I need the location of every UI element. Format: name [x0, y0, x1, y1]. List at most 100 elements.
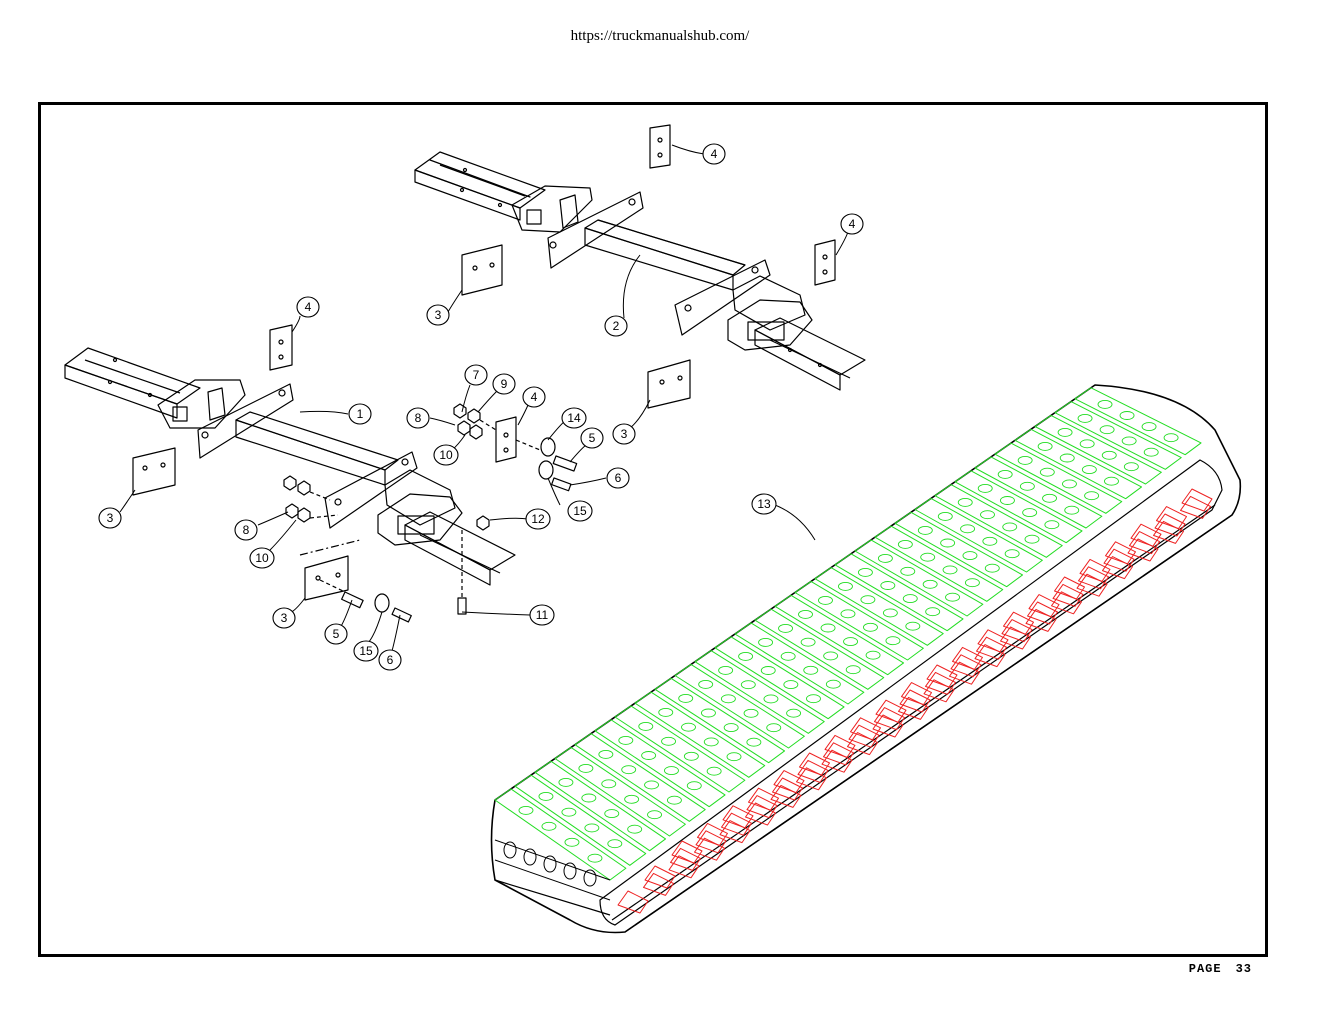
tread-cleat — [698, 679, 714, 689]
tread-cleat — [957, 497, 973, 507]
tread-cleat — [746, 737, 762, 747]
drive-lug — [644, 865, 676, 889]
tread-bar — [694, 650, 825, 734]
tread-bar — [734, 622, 865, 705]
drive-lug — [1051, 591, 1082, 615]
tread-bar — [834, 553, 964, 632]
tread-bar — [1014, 428, 1143, 500]
tread-cleat — [900, 566, 916, 576]
tread-cleat — [964, 578, 980, 588]
drive-lug — [799, 752, 830, 776]
drive-lug — [950, 654, 982, 678]
callout-c6a: 6 — [606, 467, 630, 489]
drive-lug — [770, 784, 802, 808]
tread-cleat — [820, 623, 836, 633]
callout-c8a: 8 — [406, 407, 430, 429]
tread-cleat — [818, 595, 833, 605]
drive-lug — [1181, 488, 1213, 512]
tread-cleat — [857, 567, 873, 577]
tread-cleat — [578, 763, 594, 773]
tread-bar — [554, 746, 686, 837]
drive-lug — [952, 646, 983, 670]
drive-lug — [974, 644, 1006, 668]
tread-cleat — [1064, 505, 1080, 515]
tread-cleat — [937, 511, 953, 521]
callout-c9: 9 — [492, 373, 516, 395]
callout-label: 8 — [243, 523, 250, 537]
tread-cleat — [1062, 479, 1077, 489]
tread-cleat — [1002, 522, 1018, 532]
drive-lug — [823, 742, 854, 766]
tread-cleat — [780, 651, 796, 661]
callout-label: 3 — [281, 611, 288, 625]
tread-cleat — [798, 609, 813, 619]
tread-cleat — [882, 608, 898, 618]
tread-cleat — [825, 679, 841, 689]
tread-bar — [674, 663, 805, 749]
plate-4-mid — [495, 416, 517, 463]
drive-lug — [899, 689, 931, 713]
plate-3-upper — [461, 244, 503, 296]
drive-lug — [1156, 506, 1187, 530]
source-url[interactable]: https://truckmanualshub.com/ — [570, 28, 750, 44]
tread-cleat — [945, 592, 960, 602]
tread-cleat — [1119, 411, 1135, 420]
tread-bar — [974, 456, 1103, 529]
plate-3-left — [132, 447, 176, 496]
tread-cleat — [880, 581, 896, 590]
tread-cleat — [581, 793, 597, 803]
callout-label: 8 — [415, 411, 422, 425]
tread-cleat — [925, 607, 941, 617]
tread-cleat — [1024, 534, 1040, 544]
callout-label: 2 — [613, 319, 620, 333]
callout-c4a: 4 — [702, 143, 726, 165]
drive-lug — [874, 707, 905, 731]
callout-c15b: 15 — [353, 640, 379, 662]
tread-cleat — [1077, 413, 1093, 423]
drive-lug — [923, 679, 955, 703]
tread-bar — [854, 539, 984, 617]
callout-c4c: 4 — [296, 296, 320, 318]
tread-bar — [1054, 401, 1182, 470]
callout-label: 5 — [589, 431, 596, 445]
drive-lug — [949, 661, 980, 685]
drive-lug — [670, 847, 701, 871]
drive-lug — [719, 820, 751, 844]
drive-lug — [796, 767, 827, 791]
tread-cleat — [700, 708, 716, 718]
callout-label: 5 — [333, 627, 340, 641]
callout-c3b: 3 — [612, 423, 636, 445]
drive-lug — [1025, 608, 1057, 632]
tread-bar — [574, 733, 706, 822]
drive-lug — [617, 890, 649, 914]
tread-cleat — [607, 839, 623, 849]
tread-bar — [754, 608, 885, 690]
drive-lug — [1027, 601, 1058, 625]
drive-lug — [898, 696, 929, 720]
callout-c1: 1 — [348, 403, 372, 425]
track-tread-top — [494, 387, 1202, 881]
tread-cleat — [686, 781, 702, 791]
callout-c8b: 8 — [234, 519, 258, 541]
tread-bar — [954, 470, 1083, 544]
tread-cleat — [977, 483, 993, 493]
callout-label: 4 — [849, 217, 856, 231]
drive-lug — [925, 671, 956, 695]
page-label: PAGE — [1188, 962, 1222, 976]
tread-cleat — [1104, 476, 1119, 486]
tread-cleat — [641, 751, 657, 760]
tread-cleat — [863, 622, 878, 632]
callout-c2: 2 — [604, 315, 628, 337]
tread-cleat — [1143, 447, 1159, 457]
tread-cleat — [644, 780, 660, 790]
tread-cleat — [1121, 436, 1137, 446]
plate-4-right — [814, 239, 836, 286]
tread-cleat — [763, 694, 779, 704]
tread-cleat — [877, 553, 893, 563]
tread-cleat — [1059, 453, 1075, 463]
drive-lug — [901, 682, 932, 706]
drive-lug — [668, 855, 700, 879]
tread-cleat — [982, 536, 998, 546]
tread-cleat — [618, 735, 634, 745]
